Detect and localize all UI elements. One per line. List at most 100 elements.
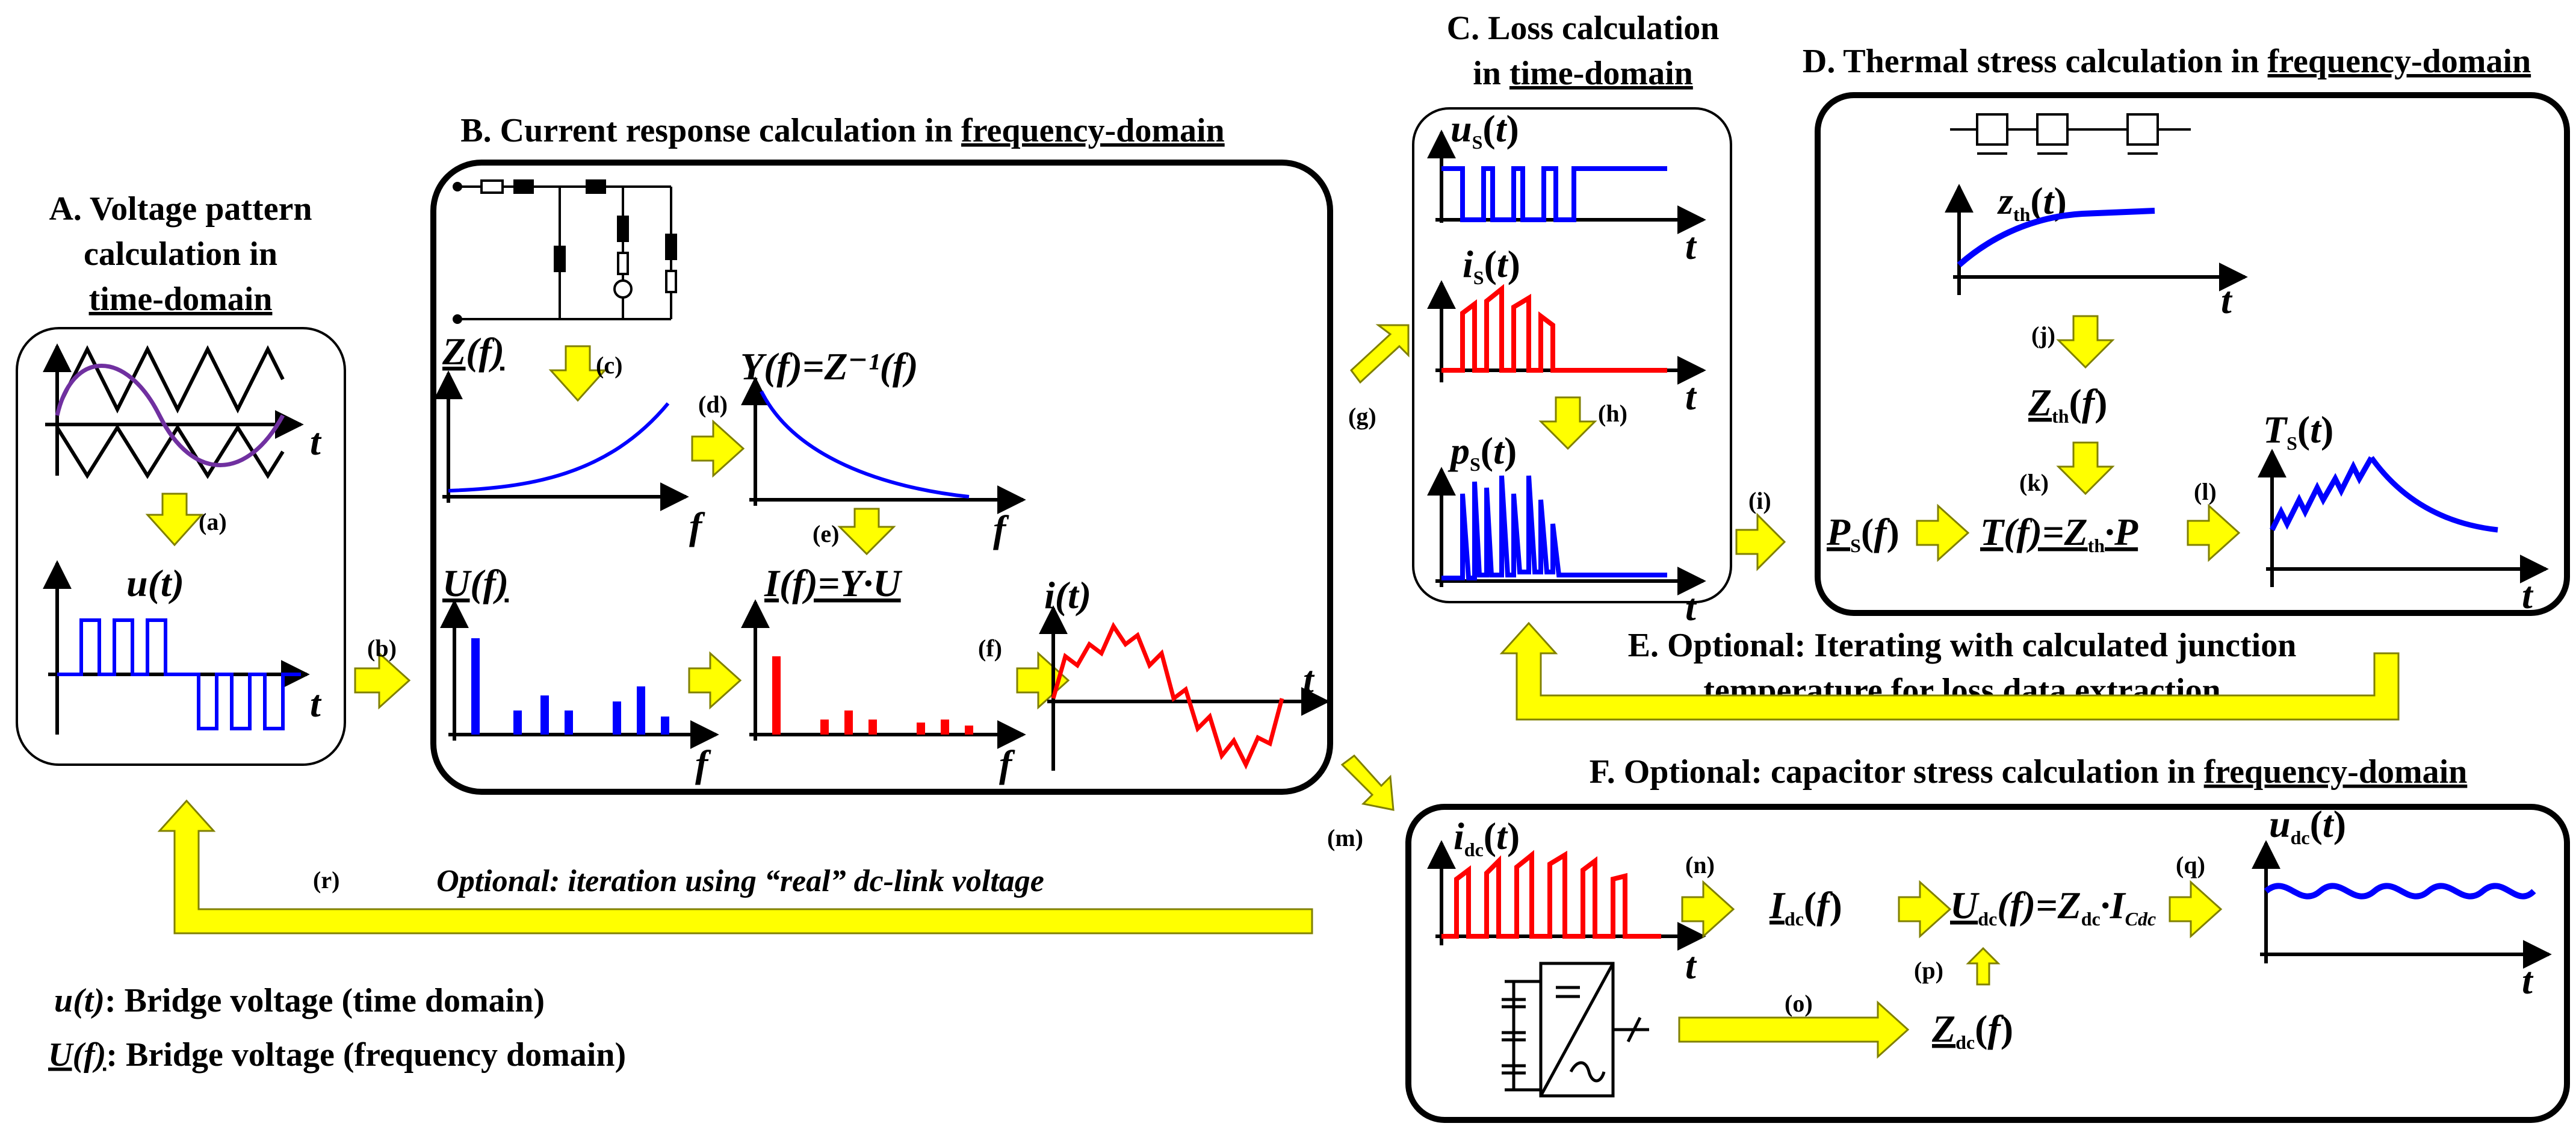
axis-t-label: t (1685, 375, 1697, 418)
step-m-label: (m) (1327, 824, 1363, 851)
section-a-title-line3: time-domain (89, 281, 273, 318)
arrow-d (691, 419, 745, 478)
section-c-title-line2: in time-domain (1473, 55, 1693, 92)
section-a-title-line1: A. Voltage pattern (49, 190, 312, 228)
temperature-spectrum-equation: T(f)=Zth·P (1980, 511, 2138, 556)
step-f-label: (f) (978, 635, 1002, 662)
section-d-box (1815, 92, 2570, 616)
current-response-label: i(t) (1044, 574, 1091, 617)
circuit-schematic (453, 179, 677, 324)
thermal-impedance-frequency-label: Zth(f) (2028, 381, 2107, 427)
dc-link-iteration-arrow (157, 799, 1313, 934)
arrow-o (1678, 1000, 1910, 1059)
arrow-p (1966, 947, 2001, 986)
bridge-voltage-spectrum-label: U(f) (442, 562, 509, 605)
switch-current-label: iS(t) (1463, 243, 1520, 288)
dc-link-impedance-label: Zdc(f) (1931, 1007, 2013, 1053)
step-l-label: (l) (2194, 478, 2217, 505)
arrow-b (354, 651, 411, 710)
axis-t-label: t (1303, 658, 1315, 701)
step-j-label: (j) (2031, 322, 2055, 349)
step-d-label: (d) (698, 391, 728, 418)
section-d-title: D. Thermal stress calculation in frequen… (1803, 43, 2531, 80)
arrow-k (2056, 441, 2115, 496)
arrow-m (1340, 754, 1395, 811)
axis-t-label: t (310, 420, 322, 463)
switch-loss-label: pS(t) (1447, 429, 1517, 475)
arrow-e (837, 508, 896, 556)
arrow-i (1735, 512, 1786, 571)
converter-dc-link-symbol (1502, 962, 1649, 1098)
axis-f-label: f (689, 505, 705, 547)
arrow-l (2187, 503, 2241, 562)
step-i-label: (i) (1748, 487, 1771, 514)
axis-f-label: f (695, 742, 711, 785)
section-f-title: F. Optional: capacitor stress calculatio… (1590, 753, 2468, 791)
step-g-label: (g) (1348, 403, 1376, 430)
section-f-box (1405, 804, 2570, 1123)
voltage-spectrum-plot: f (440, 599, 719, 785)
arrow-n (1681, 880, 1735, 939)
arrow-g (1349, 324, 1410, 384)
axis-t-label: t (2522, 574, 2534, 617)
arrow-into-dc-voltage-spectrum (1898, 880, 1952, 939)
thermal-impedance-plot: t (1945, 184, 2248, 322)
switch-voltage-plot: t (1427, 129, 1706, 267)
legend: u(t): Bridge voltage (time domain) U(f):… (48, 982, 626, 1074)
dc-link-voltage-label: udc(t) (2269, 803, 2346, 848)
step-r-label: (r) (313, 866, 339, 894)
axis-t-label: t (1685, 586, 1697, 629)
step-h-label: (h) (1598, 400, 1627, 427)
carrier-modulation-plot: t (43, 343, 322, 479)
dc-link-current-plot: t (1427, 840, 1706, 987)
arrow-q (2169, 880, 2223, 939)
current-spectrum-equation: I(f)=Y·U (764, 562, 902, 605)
axis-t-label: t (1685, 225, 1697, 267)
admittance-equation: Y(f)=Z⁻¹(f) (740, 345, 918, 388)
dc-link-voltage-equation: Udc(f)=Zdc·ICdc (1950, 884, 2156, 930)
bridge-voltage-waveform: t (43, 560, 322, 735)
section-c-title-line1: C. Loss calculation (1447, 10, 1720, 47)
arrow-into-temperature-spectrum (1916, 503, 1970, 562)
section-b-box (430, 160, 1333, 795)
section-e-title-line1: E. Optional: Iterating with calculated j… (1628, 627, 2297, 664)
current-response-plot: t (1039, 605, 1330, 771)
step-a-label: (a) (199, 508, 227, 535)
loss-spectrum-label: PS(f) (1826, 511, 1899, 556)
axis-f-label: f (999, 742, 1015, 785)
step-c-label: (c) (596, 352, 622, 379)
axis-t-label: t (1685, 944, 1697, 987)
arrow-f (1016, 651, 1070, 710)
switch-loss-plot: t (1427, 467, 1706, 629)
section-b-title: B. Current response calculation in frequ… (460, 112, 1224, 149)
impedance-plot: f (434, 370, 705, 547)
step-o-label: (o) (1785, 990, 1813, 1017)
step-n-label: (n) (1685, 851, 1715, 878)
step-p-label: (p) (1914, 957, 1943, 984)
arrow-c (548, 345, 607, 402)
dc-link-current-label: idc(t) (1454, 815, 1520, 860)
arrow-a (145, 493, 204, 547)
admittance-plot: f (741, 376, 1026, 550)
axis-t-label: t (2522, 959, 2534, 1002)
arrow-j (2056, 315, 2115, 369)
dc-link-voltage-plot: t (2252, 840, 2552, 1002)
impedance-label: Z(f) (442, 330, 504, 373)
switch-voltage-label: uS(t) (1451, 107, 1519, 153)
axis-f-label: f (993, 508, 1009, 550)
section-c-box (1412, 107, 1732, 603)
legend-line-1: u(t): Bridge voltage (time domain) (54, 982, 545, 1019)
axis-t-label: t (310, 682, 322, 725)
step-k-label: (k) (2019, 469, 2049, 496)
step-e-label: (e) (813, 520, 839, 547)
switch-current-plot: t (1427, 280, 1706, 418)
section-a-box (16, 327, 346, 766)
iteration-note: Optional: iteration using “real” dc-link… (436, 864, 1044, 898)
step-b-label: (b) (367, 635, 397, 662)
arrow-into-current-spectrum (688, 651, 742, 710)
step-q-label: (q) (2176, 851, 2205, 878)
iteration-feedback-arrow (1499, 621, 2400, 721)
dc-link-current-spectrum-label: Idc(f) (1769, 884, 1842, 930)
current-spectrum-plot: f (741, 599, 1026, 785)
